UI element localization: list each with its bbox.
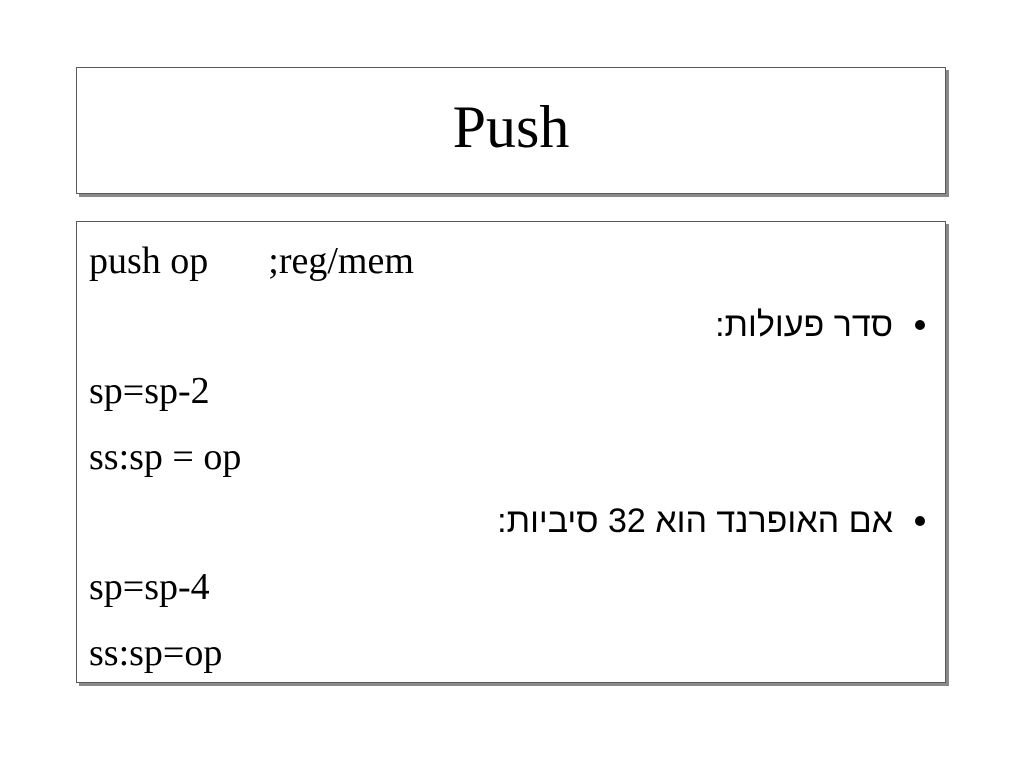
bullet-icon (915, 320, 925, 330)
code-line: sp=sp-4 (89, 566, 210, 608)
title-box: Push (76, 67, 946, 194)
bullet-icon (915, 516, 925, 526)
bullet-item-32bit: אם האופרנד הוא 32 סיביות: (89, 504, 931, 538)
code-line-push: push op ;reg/mem (89, 242, 931, 280)
bullet-text: סדר פעולות: (715, 306, 893, 344)
code-line: sp=sp-2 (89, 370, 210, 412)
slide-title: Push (452, 93, 570, 160)
code-comment: ;reg/mem (268, 240, 414, 282)
bullet-item-order: סדר פעולות: (89, 308, 931, 342)
content-box: push op ;reg/mem סדר פעולות: sp=sp-2 ss:s… (76, 221, 946, 683)
code-line: ss:sp=op (89, 632, 223, 674)
bullet-text: אם האופרנד הוא 32 סיביות: (497, 502, 893, 540)
code-instruction: push op (89, 240, 209, 282)
code-line: ss:sp = op (89, 436, 242, 478)
